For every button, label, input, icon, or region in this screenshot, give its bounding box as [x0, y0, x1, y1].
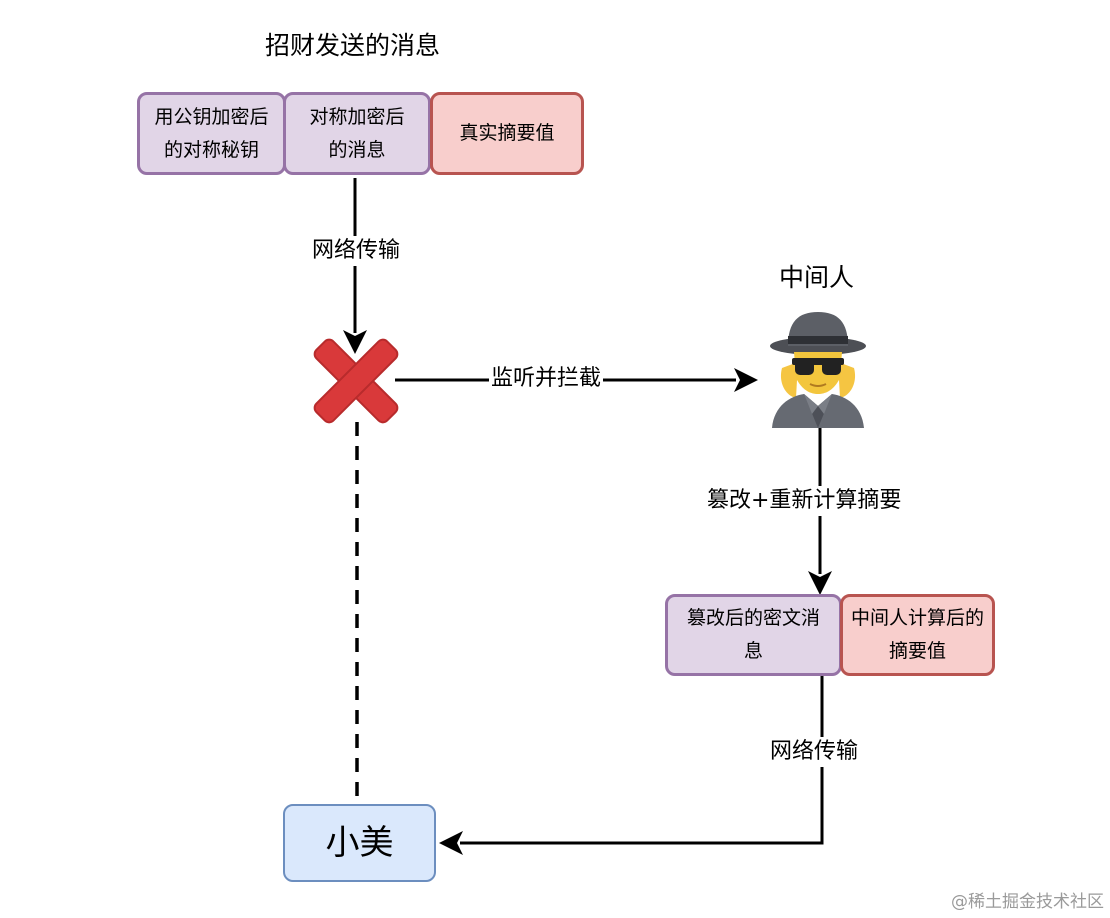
receiver-box: 小美 — [283, 804, 436, 882]
real-digest-box: 真实摘要值 — [430, 92, 584, 175]
edge-tamper-arrowhead — [808, 571, 832, 595]
encrypted-key-box: 用公钥加密后 的对称秘钥 — [137, 92, 286, 175]
watermark: @稀土掘金技术社区 — [951, 892, 1104, 912]
edge-label-intercept: 监听并拦截 — [489, 364, 604, 394]
tampered-message-line-1: 篡改后的密文消 — [686, 607, 820, 629]
edge-intercept-arrowhead — [734, 368, 758, 392]
edge-network-1-arrowhead — [343, 330, 367, 354]
edge-label-tamper: 篡改+重新计算摘要 — [705, 486, 904, 516]
encrypted-key-line-1: 用公钥加密后 — [154, 105, 269, 128]
spy-icon — [770, 312, 866, 428]
mitm-digest-box: 中间人计算后的 摘要值 — [840, 594, 995, 676]
tampered-message-line-2: 息 — [743, 640, 763, 662]
sender-title: 招财发送的消息 — [265, 31, 441, 60]
red-x-icon — [313, 338, 399, 424]
encrypted-message-box: 对称加密后 的消息 — [283, 92, 431, 175]
mitm-digest-line-2: 摘要值 — [888, 640, 946, 662]
mitm-digest-line-1: 中间人计算后的 — [850, 607, 984, 629]
real-digest-line-1: 真实摘要值 — [459, 122, 555, 144]
encrypted-message-line-1: 对称加密后 — [309, 105, 405, 128]
receiver-label: 小美 — [325, 823, 394, 863]
edge-label-network-2: 网络传输 — [768, 737, 861, 767]
encrypted-key-line-2: 的对称秘钥 — [163, 138, 259, 161]
tampered-message-box: 篡改后的密文消 息 — [665, 594, 842, 676]
mitm-label: 中间人 — [779, 263, 855, 292]
edge-label-network-1: 网络传输 — [310, 236, 403, 266]
edge-network-2-arrowhead — [439, 831, 463, 855]
encrypted-message-line-2: 的消息 — [328, 138, 386, 161]
edge-network-2 — [460, 676, 824, 845]
